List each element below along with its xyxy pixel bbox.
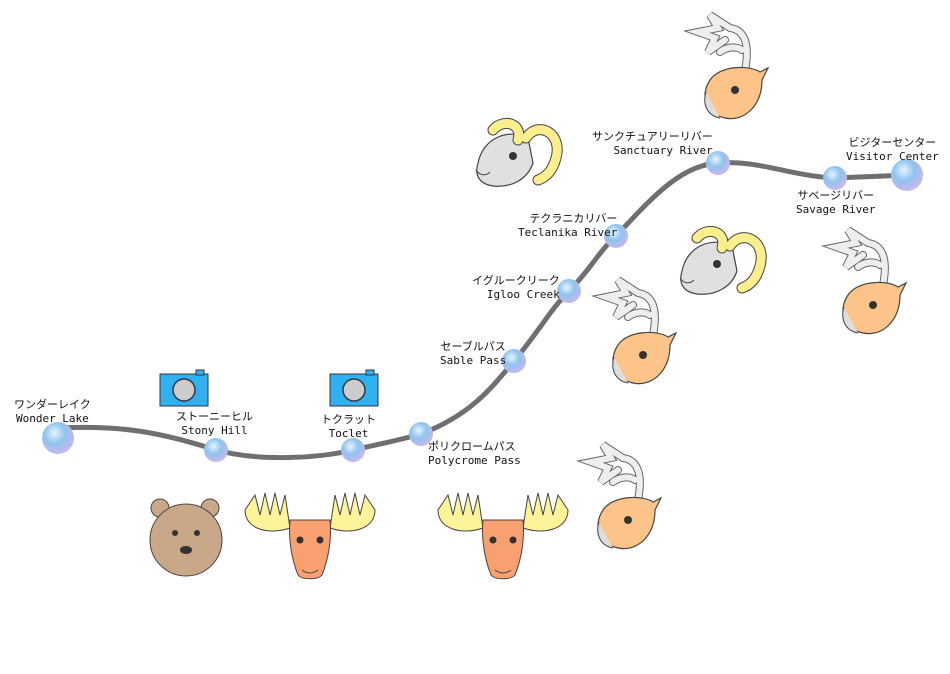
caribou-icon [591,445,661,549]
label-ja: ポリクロームパス [428,440,516,453]
caribou-icon [606,280,676,384]
label-en: Sable Pass [440,354,507,367]
stop-wonder-lake[interactable] [42,422,74,454]
stop-stony-hill[interactable] [204,438,228,462]
label-en: Toclet [328,427,369,440]
label-ja: ワンダーレイク [14,398,91,411]
stop-toclet[interactable] [341,438,365,462]
label-en: Stony Hill [181,424,248,437]
moose-icon [244,492,376,580]
stop-teclanika-river[interactable] [604,224,628,248]
caribou-icon [836,230,906,334]
stop-visitor-center[interactable] [891,159,923,191]
caribou-icon [698,15,768,119]
moose-icon [437,492,569,580]
stop-savage-river[interactable] [823,166,847,190]
label-en: Savage River [796,203,876,216]
stop-polycrome-pass[interactable] [409,422,433,446]
camera-icon [159,369,209,407]
label-ja: サベージリバー [797,189,875,202]
bear-icon [149,498,223,577]
label-en: Teclanika River [518,226,618,239]
stop-igloo-creek[interactable] [557,279,581,303]
label-en: Igloo Creek [486,288,560,301]
label-ja: テクラニカリバー [529,212,618,225]
label-ja: トクラット [321,413,376,426]
stop-sable-pass[interactable] [502,349,526,373]
dall-sheep-icon [476,123,557,186]
label-en: Wonder Lake [15,412,89,425]
camera-icon [329,369,379,407]
label-en: Visitor Center [846,150,939,163]
label-ja: イグルークリーク [472,274,560,287]
label-ja: ビジターセンター [848,136,937,149]
label-en: Sanctuary River [613,144,713,157]
stop-sanctuary-river[interactable] [706,151,730,175]
label-en: Polycrome Pass [428,454,521,467]
label-ja: ストーニーヒル [176,410,253,423]
label-ja: セーブルパス [440,340,506,353]
label-ja: サンクチュアリーリバー [592,130,713,143]
dall-sheep-icon [680,231,761,294]
